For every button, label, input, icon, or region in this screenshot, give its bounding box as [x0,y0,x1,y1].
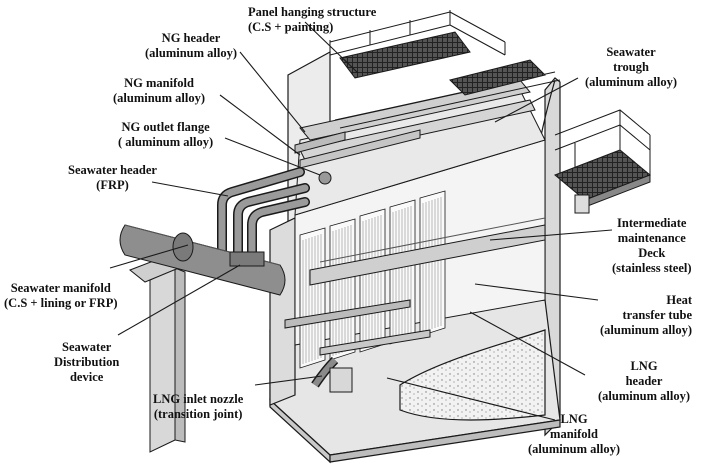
label-ng-header: NG header(aluminum alloy) [145,31,238,60]
intermediate-deck [309,217,546,286]
top-grating [329,10,546,96]
label-ng-manifold: NG manifold(aluminum alloy) [113,76,206,105]
side-platform [554,109,651,214]
label-seawater-header: Seawater header(FRP) [68,163,157,192]
ng-headers [294,129,421,185]
label-lng-inlet-nozzle: LNG inlet nozzle(transition joint) [153,392,244,421]
label-ng-outlet-flange: NG outlet flange( aluminum alloy) [118,120,214,149]
label-panel-hanging: Panel hanging structure(C.S + painting) [248,5,377,34]
seawater-headers [217,167,310,267]
seawater-manifold [119,224,286,453]
label-seawater-manifold: Seawater manifold(C.S + lining or FRP) [4,281,118,310]
lng-piping [284,299,431,393]
leader-lines [109,21,613,421]
